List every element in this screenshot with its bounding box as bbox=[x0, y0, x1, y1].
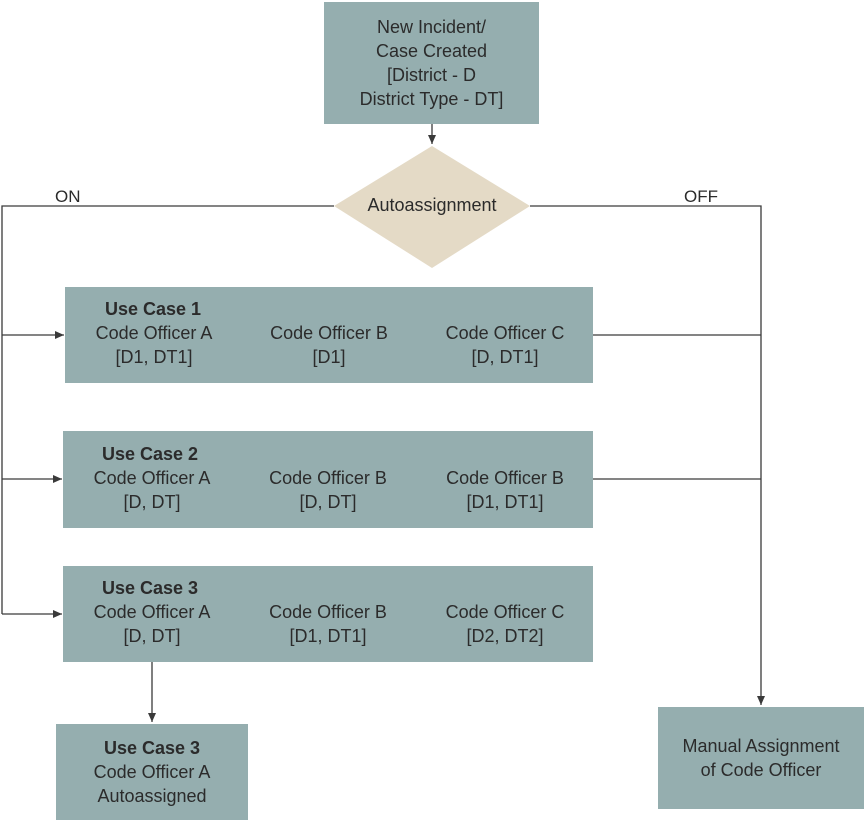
start-line: Case Created bbox=[375, 41, 488, 61]
start-line: District Type - DT] bbox=[359, 89, 504, 109]
manual-assignment-box: Manual Assignment of Code Officer bbox=[658, 707, 864, 809]
use-case-2-officer-b: Code Officer B [D, DT] bbox=[243, 466, 413, 514]
on-branch-line bbox=[1, 205, 334, 614]
use-case-3-box: Use Case 3 Code Officer A [D, DT] Code O… bbox=[63, 566, 593, 662]
officer-name: Code Officer B bbox=[446, 468, 564, 488]
use-case-1-officer-b: Code Officer B [D1] bbox=[244, 321, 414, 369]
officer-name: Code Officer A bbox=[95, 323, 213, 343]
officer-name: Code Officer A bbox=[93, 602, 211, 622]
use-case-2-officer-a: Code Officer A [D, DT] bbox=[67, 466, 237, 514]
officer-scope: [D1, DT1] bbox=[289, 626, 367, 646]
autoassigned-result-box: Use Case 3 Code Officer A Autoassigned bbox=[56, 724, 248, 820]
off-label: OFF bbox=[684, 187, 718, 206]
officer-scope: [D2, DT2] bbox=[466, 626, 544, 646]
officer-scope: [D1, DT1] bbox=[115, 347, 193, 367]
use-case-1-officer-c: Code Officer C [D, DT1] bbox=[420, 321, 590, 369]
use-case-3-officer-a: Code Officer A [D, DT] bbox=[67, 600, 237, 648]
use-case-1-box: Use Case 1 Code Officer A [D1, DT1] Code… bbox=[65, 287, 593, 383]
use-case-2-officer-c: Code Officer B [D1, DT1] bbox=[420, 466, 590, 514]
off-branch-line bbox=[530, 205, 765, 705]
officer-name: Code Officer C bbox=[445, 323, 565, 343]
officer-name: Code Officer B bbox=[270, 323, 388, 343]
decision-diamond bbox=[334, 146, 530, 268]
use-case-1-officer-a: Code Officer A [D1, DT1] bbox=[69, 321, 239, 369]
result-line: Autoassigned bbox=[97, 786, 207, 806]
officer-name: Code Officer B bbox=[269, 468, 387, 488]
start-box: New Incident/ Case Created [District - D… bbox=[324, 2, 539, 124]
officer-scope: [D, DT] bbox=[123, 626, 181, 646]
result-line: Code Officer A bbox=[93, 762, 211, 782]
use-case-3-title: Use Case 3 bbox=[102, 578, 199, 598]
decision-label: Autoassignment bbox=[367, 195, 497, 215]
use-case-3-officer-b: Code Officer B [D1, DT1] bbox=[243, 600, 413, 648]
officer-name: Code Officer C bbox=[445, 602, 565, 622]
officer-scope: [D, DT] bbox=[299, 492, 357, 512]
officer-scope: [D, DT1] bbox=[471, 347, 539, 367]
officer-scope: [D1, DT1] bbox=[466, 492, 544, 512]
officer-scope: [D, DT] bbox=[123, 492, 181, 512]
manual-line: Manual Assignment bbox=[682, 736, 840, 756]
officer-name: Code Officer B bbox=[269, 602, 387, 622]
use-case-2-box: Use Case 2 Code Officer A [D, DT] Code O… bbox=[63, 431, 593, 528]
on-label: ON bbox=[55, 187, 81, 206]
result-title: Use Case 3 bbox=[103, 738, 201, 758]
officer-scope: [D1] bbox=[312, 347, 346, 367]
manual-line: of Code Officer bbox=[700, 760, 822, 780]
use-case-3-officer-c: Code Officer C [D2, DT2] bbox=[420, 600, 590, 648]
use-case-2-title: Use Case 2 bbox=[102, 444, 199, 464]
start-line: New Incident/ bbox=[376, 17, 487, 37]
start-line: [District - D bbox=[387, 65, 476, 85]
use-case-1-title: Use Case 1 bbox=[105, 299, 202, 319]
officer-name: Code Officer A bbox=[93, 468, 211, 488]
